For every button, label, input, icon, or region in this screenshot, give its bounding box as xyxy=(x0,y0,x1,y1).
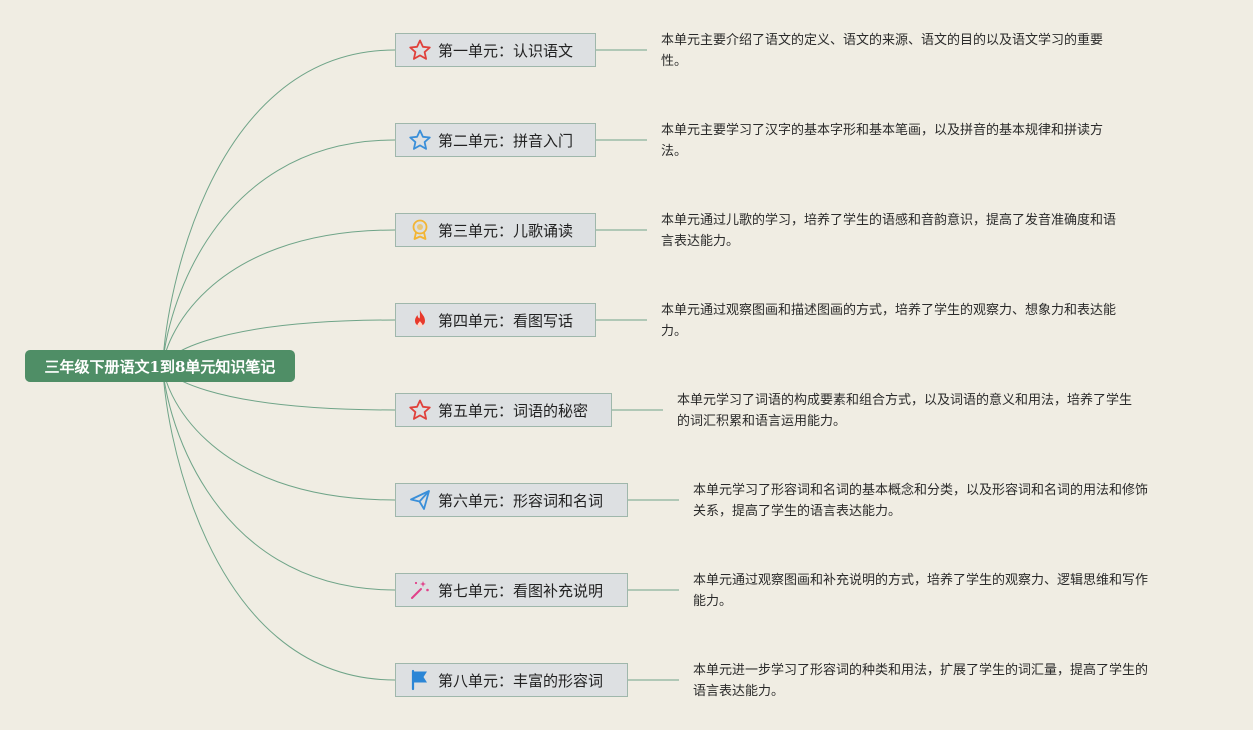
description-line: 本单元进一步学习了形容词的种类和用法，扩展了学生的词汇量，提高了学生的 xyxy=(693,663,1149,678)
unit-description-3[interactable]: 本单元通过儿歌的学习，培养了学生的语感和音韵意识，提高了发音准确度和语言表达能力… xyxy=(661,210,1141,252)
unit-label: 第四单元：看图写话 xyxy=(438,311,574,330)
description-line: 本单元学习了形容词和名词的基本概念和分类，以及形容词和名词的用法和修饰 xyxy=(693,483,1149,498)
unit-topic-6[interactable]: 第六单元：形容词和名词 xyxy=(395,483,628,517)
description-line: 本单元通过观察图画和补充说明的方式，培养了学生的观察力、逻辑思维和写作 xyxy=(693,573,1149,588)
description-line: 的词汇积累和语言运用能力。 xyxy=(677,414,847,429)
star-outline-icon xyxy=(408,38,432,62)
unit-topic-1[interactable]: 第一单元：认识语文 xyxy=(395,33,596,67)
description-line: 言表达能力。 xyxy=(661,234,740,249)
description-line: 本单元主要学习了汉字的基本字形和基本笔画，以及拼音的基本规律和拼读方 xyxy=(661,123,1104,138)
unit-topic-5[interactable]: 第五单元：词语的秘密 xyxy=(395,393,612,427)
star-outline-icon xyxy=(408,128,432,152)
unit-label: 第八单元：丰富的形容词 xyxy=(438,671,604,690)
unit-topic-3[interactable]: 第三单元：儿歌诵读 xyxy=(395,213,596,247)
unit-label: 第三单元：儿歌诵读 xyxy=(438,221,574,240)
magic-sparkle-icon xyxy=(408,578,432,602)
unit-description-8[interactable]: 本单元进一步学习了形容词的种类和用法，扩展了学生的词汇量，提高了学生的语言表达能… xyxy=(693,660,1173,702)
unit-label: 第二单元：拼音入门 xyxy=(438,131,574,150)
star-outline-icon xyxy=(408,398,432,422)
description-line: 本单元主要介绍了语文的定义、语文的来源、语文的目的以及语文学习的重要 xyxy=(661,33,1104,48)
unit-label: 第七单元：看图补充说明 xyxy=(438,581,604,600)
unit-description-5[interactable]: 本单元学习了词语的构成要素和组合方式，以及词语的意义和用法，培养了学生的词汇积累… xyxy=(677,390,1157,432)
branch-line-8 xyxy=(162,365,396,681)
unit-topic-4[interactable]: 第四单元：看图写话 xyxy=(395,303,596,337)
unit-description-6[interactable]: 本单元学习了形容词和名词的基本概念和分类，以及形容词和名词的用法和修饰关系，提高… xyxy=(693,480,1173,522)
branch-line-7 xyxy=(162,365,396,591)
unit-description-4[interactable]: 本单元通过观察图画和描述图画的方式，培养了学生的观察力、想象力和表达能力。 xyxy=(661,300,1141,342)
unit-description-1[interactable]: 本单元主要介绍了语文的定义、语文的来源、语文的目的以及语文学习的重要性。 xyxy=(661,30,1141,72)
branch-line-1 xyxy=(162,49,396,367)
unit-topic-8[interactable]: 第八单元：丰富的形容词 xyxy=(395,663,628,697)
unit-label: 第一单元：认识语文 xyxy=(438,41,574,60)
unit-label: 第五单元：词语的秘密 xyxy=(438,401,589,420)
branch-line-3 xyxy=(162,229,396,367)
unit-description-2[interactable]: 本单元主要学习了汉字的基本字形和基本笔画，以及拼音的基本规律和拼读方法。 xyxy=(661,120,1141,162)
description-line: 关系，提高了学生的语言表达能力。 xyxy=(693,504,902,519)
description-line: 本单元通过儿歌的学习，培养了学生的语感和音韵意识，提高了发音准确度和语 xyxy=(661,213,1117,228)
unit-topic-2[interactable]: 第二单元：拼音入门 xyxy=(395,123,596,157)
branch-line-2 xyxy=(162,139,396,367)
description-line: 力。 xyxy=(661,324,688,339)
fire-icon xyxy=(408,308,432,332)
description-line: 法。 xyxy=(661,144,688,159)
unit-description-7[interactable]: 本单元通过观察图画和补充说明的方式，培养了学生的观察力、逻辑思维和写作能力。 xyxy=(693,570,1173,612)
unit-topic-7[interactable]: 第七单元：看图补充说明 xyxy=(395,573,628,607)
award-medal-icon xyxy=(408,218,432,242)
root-topic[interactable]: 三年级下册语文1到8单元知识笔记 xyxy=(25,350,295,382)
description-line: 本单元通过观察图画和描述图画的方式，培养了学生的观察力、想象力和表达能 xyxy=(661,303,1117,318)
unit-label: 第六单元：形容词和名词 xyxy=(438,491,604,510)
branch-line-6 xyxy=(162,365,396,501)
description-line: 本单元学习了词语的构成要素和组合方式，以及词语的意义和用法，培养了学生 xyxy=(677,393,1133,408)
description-line: 性。 xyxy=(661,54,688,69)
paper-plane-icon xyxy=(408,488,432,512)
description-line: 能力。 xyxy=(693,594,733,609)
flag-icon xyxy=(408,668,432,692)
description-line: 语言表达能力。 xyxy=(693,684,785,699)
